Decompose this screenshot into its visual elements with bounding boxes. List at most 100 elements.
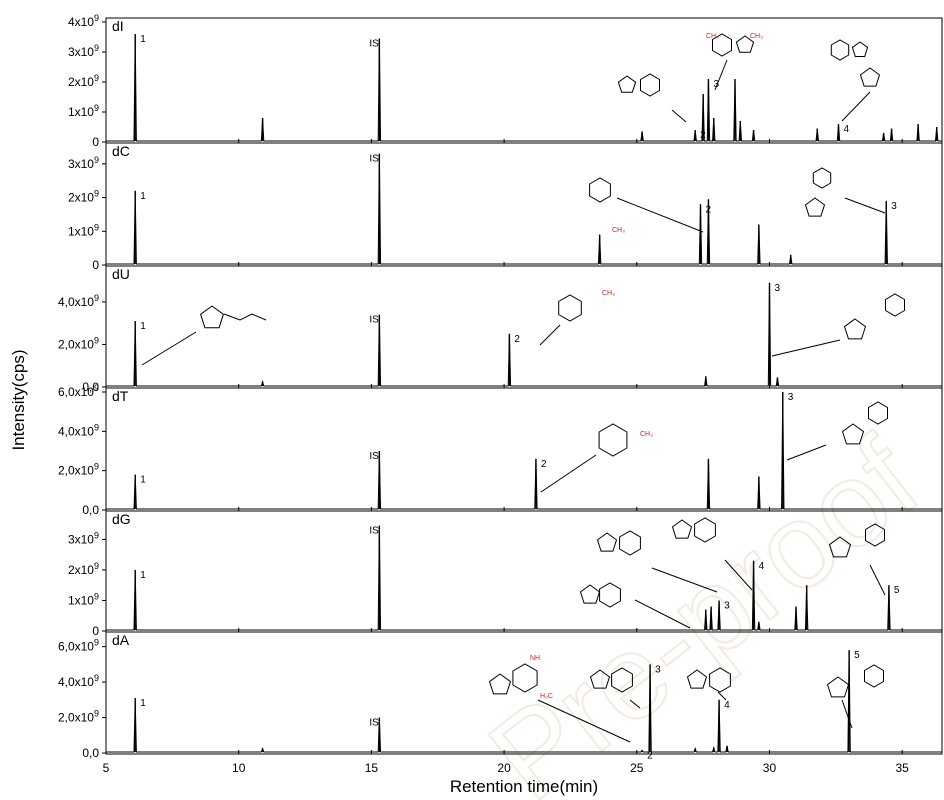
leader-line	[651, 567, 718, 593]
structure-ring	[841, 423, 865, 445]
structure-ring	[812, 167, 832, 189]
leader-line	[629, 699, 641, 709]
x-tick-label: 10	[232, 761, 246, 775]
panel-dC: 01x1092x1093x109dC1IS23	[68, 142, 943, 272]
peak-label: IS	[369, 718, 379, 729]
leader-line	[616, 197, 704, 233]
atom-label: CH₃	[640, 431, 653, 438]
structure-ring	[640, 73, 660, 97]
y-tick-label: 0	[92, 624, 99, 638]
peak-label: 2	[541, 459, 547, 470]
atom-label: H₃C	[540, 693, 553, 700]
leader-line	[634, 599, 691, 629]
panel-label: dU	[112, 266, 130, 282]
peak-label: 1	[140, 475, 146, 486]
x-tick-label: 5	[103, 761, 110, 775]
side-chain	[223, 313, 267, 321]
leader-line	[714, 59, 728, 91]
structure-ring	[826, 676, 850, 698]
y-tick-label: 4,0x109	[58, 293, 99, 309]
peak-label: IS	[369, 526, 379, 537]
structure-ring	[804, 197, 826, 217]
peak-label: 3	[788, 392, 794, 403]
structure-ring	[558, 294, 582, 322]
y-tick-label: 4x109	[68, 13, 99, 29]
y-tick-label: 2x109	[68, 189, 99, 205]
peak-label: 3	[655, 664, 661, 675]
structure-ring	[851, 41, 869, 57]
y-tick-label: 0	[92, 258, 99, 272]
panel-frame	[105, 142, 943, 267]
y-tick-label: 2,0x109	[58, 462, 99, 478]
leader-line	[841, 699, 853, 729]
peak-label: 2	[647, 750, 653, 761]
structure-ring	[885, 293, 905, 317]
x-tick-label: 30	[763, 761, 777, 775]
peak-label: 1	[140, 321, 146, 332]
series-trace	[106, 391, 942, 510]
structure-ring	[712, 33, 732, 57]
leader-line	[537, 699, 631, 743]
y-tick-label: 0,0	[82, 503, 99, 517]
structure-ring	[686, 669, 708, 689]
panel-label: dT	[112, 388, 129, 404]
y-tick-label: 2x109	[68, 73, 99, 89]
leader-line	[717, 691, 727, 701]
panel-label: dG	[112, 511, 131, 527]
y-tick-label: 2,0x109	[58, 709, 99, 725]
peak-label: IS	[369, 451, 379, 462]
peak-label: IS	[369, 315, 379, 326]
y-tick-label: 6,0x109	[58, 638, 99, 654]
watermark: Pre-proof	[465, 411, 944, 800]
structure-ring	[488, 673, 512, 695]
panel-label: dA	[112, 632, 130, 648]
y-tick-label: 6,0x109	[58, 383, 99, 399]
y-tick-label: 1x109	[68, 103, 99, 119]
structure-ring	[864, 664, 884, 688]
y-tick-label: 2,0x109	[58, 335, 99, 351]
leader-line	[869, 564, 886, 596]
y-axis-title: Intensity(cps)	[9, 349, 28, 450]
leader-line	[786, 444, 827, 461]
series-trace	[106, 153, 942, 265]
peak-label: 5	[854, 650, 860, 661]
peak-label: 2	[514, 334, 520, 345]
structure-ring	[830, 39, 850, 61]
furan-ring	[200, 305, 224, 329]
panel-frame	[105, 17, 943, 144]
peak-label: IS	[369, 154, 379, 165]
structure-ring	[735, 35, 755, 53]
atom-label: CH₃	[706, 33, 719, 40]
leader-line	[841, 91, 871, 122]
y-tick-label: 1x109	[68, 591, 99, 607]
peak-label: 3	[713, 79, 719, 90]
y-tick-label: 4,0x109	[58, 673, 99, 689]
x-tick-label: 15	[365, 761, 379, 775]
leader-line	[671, 109, 687, 123]
structure-ring	[868, 401, 888, 425]
y-tick-label: 4,0x109	[58, 422, 99, 438]
x-axis-title: Retention time(min)	[450, 777, 598, 796]
panel-frame	[105, 631, 943, 755]
panel-label: dC	[112, 143, 130, 159]
structure-ring	[579, 584, 601, 604]
peak-label: 1	[140, 191, 146, 202]
peak-label: 1	[140, 698, 146, 709]
peak-label: 5	[894, 585, 900, 596]
structure-ring	[859, 67, 881, 87]
structure-ring	[589, 669, 611, 689]
structure-ring	[599, 582, 621, 608]
structure-ring	[619, 530, 641, 556]
series-trace	[106, 33, 942, 142]
peak-label: 1	[140, 34, 146, 45]
peak-label: 3	[891, 201, 897, 212]
leader-line	[844, 197, 886, 214]
y-tick-label: 3x109	[68, 43, 99, 59]
y-tick-label: 1x109	[68, 222, 99, 238]
